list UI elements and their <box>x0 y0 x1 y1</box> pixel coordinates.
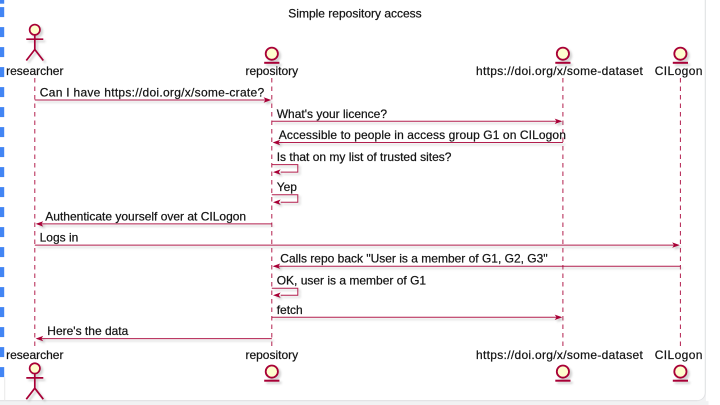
svg-text:Accessible to people in access: Accessible to people in access group G1 … <box>279 128 566 142</box>
svg-text:repository: repository <box>245 348 298 362</box>
svg-text:Here's the data: Here's the data <box>47 324 128 338</box>
svg-text:researcher: researcher <box>6 348 63 362</box>
svg-text:Yep: Yep <box>277 180 298 194</box>
svg-text:What's your licence?: What's your licence? <box>277 107 388 121</box>
svg-text:CILogon: CILogon <box>655 348 703 362</box>
svg-text:Authenticate yourself over at: Authenticate yourself over at CILogon <box>45 209 246 223</box>
svg-text:Can I have https://doi.org/x/s: Can I have https://doi.org/x/some-crate? <box>40 86 265 100</box>
svg-text:https://doi.org/x/some-dataset: https://doi.org/x/some-dataset <box>476 64 643 78</box>
svg-text:Logs in: Logs in <box>40 231 79 245</box>
svg-text:fetch: fetch <box>277 303 303 317</box>
svg-text:Is that on my list of trusted: Is that on my list of trusted sites? <box>277 150 452 164</box>
svg-text:Simple repository access: Simple repository access <box>288 7 421 21</box>
svg-text:repository: repository <box>245 64 298 78</box>
svg-text:researcher: researcher <box>6 64 63 78</box>
svg-text:OK, user is a member of G1: OK, user is a member of G1 <box>277 274 427 288</box>
svg-text:https://doi.org/x/some-dataset: https://doi.org/x/some-dataset <box>476 348 643 362</box>
svg-text:CILogon: CILogon <box>655 64 703 78</box>
svg-text:Calls repo back "User is a mem: Calls repo back "User is a member of G1,… <box>280 252 547 266</box>
